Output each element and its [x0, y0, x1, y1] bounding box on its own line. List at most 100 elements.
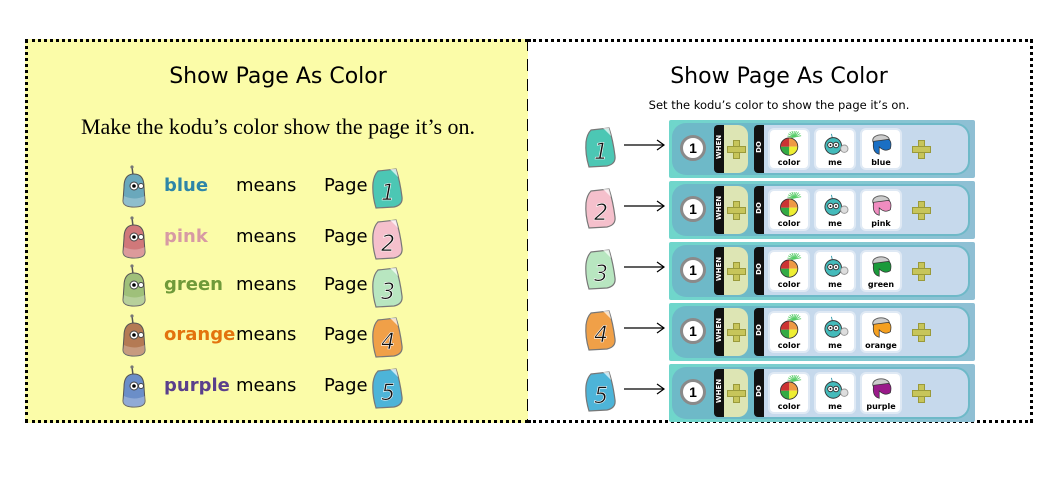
when-label: WHEN [714, 308, 724, 356]
color-tile[interactable]: color [768, 189, 810, 231]
arrow-right-icon [624, 200, 666, 212]
page-number-card-icon: 2 [583, 187, 617, 229]
add-do-icon[interactable] [912, 384, 931, 403]
add-do-icon[interactable] [912, 323, 931, 342]
page-label: Page [324, 175, 368, 196]
add-when-icon[interactable] [727, 140, 746, 159]
color-wheel-icon [777, 313, 803, 345]
when-slot[interactable] [724, 308, 748, 356]
rule-number-badge: 1 [680, 318, 706, 344]
color-name: purple [164, 375, 230, 396]
kodu-rule[interactable]: 1 WHEN DO color me [669, 181, 975, 239]
color-tile[interactable]: color [768, 311, 810, 353]
svg-text:3: 3 [381, 280, 395, 305]
page-number-card-icon: 5 [583, 370, 617, 412]
rule-number-badge: 1 [680, 379, 706, 405]
me-tile[interactable]: me [814, 128, 856, 170]
legend-row: purple means Page 5 [120, 365, 420, 409]
svg-text:3: 3 [594, 262, 608, 287]
rule-row: 5 1 WHEN DO color me [583, 364, 1003, 422]
legend-row: blue means Page 1 [120, 165, 420, 209]
do-label: DO [754, 308, 764, 356]
color-wheel-icon [777, 130, 803, 162]
color-wheel-icon [777, 252, 803, 284]
tile-label: purple [866, 402, 896, 411]
do-slot: color me orange [764, 308, 968, 356]
arrow-right-icon [624, 383, 666, 395]
tile-label: orange [865, 341, 897, 350]
when-slot[interactable] [724, 369, 748, 417]
kodu-rule[interactable]: 1 WHEN DO color me [669, 303, 975, 361]
do-slot: color me green [764, 247, 968, 295]
rule-number-badge: 1 [680, 135, 706, 161]
left-panel-title: Show Page As Color [169, 64, 387, 89]
means-label: means [236, 375, 297, 396]
right-panel-subtitle: Set the kodu’s color to show the page it… [648, 98, 910, 112]
tile-label: color [777, 219, 801, 228]
rule-body: 1 WHEN DO color me [672, 245, 970, 297]
color-tile[interactable]: color [768, 372, 810, 414]
legend-row: pink means Page 2 [120, 216, 420, 260]
color-value-tile[interactable]: green [860, 250, 902, 292]
color-tile[interactable]: color [768, 250, 810, 292]
kodu-character-icon [120, 165, 148, 209]
when-slot[interactable] [724, 125, 748, 173]
when-slot[interactable] [724, 247, 748, 295]
rule-body: 1 WHEN DO color me [672, 306, 970, 358]
page-number-card-icon: 3 [583, 248, 617, 290]
add-do-icon[interactable] [912, 262, 931, 281]
arrow-right-icon [624, 139, 666, 151]
add-when-icon[interactable] [727, 201, 746, 220]
color-tile[interactable]: color [768, 128, 810, 170]
add-when-icon[interactable] [727, 384, 746, 403]
when-label: WHEN [714, 369, 724, 417]
kodu-character-icon [120, 264, 148, 308]
add-do-icon[interactable] [912, 201, 931, 220]
kodu-rule[interactable]: 1 WHEN DO color me [669, 242, 975, 300]
left-panel-subtitle: Make the kodu’s color show the page it’s… [80, 114, 476, 139]
when-label: WHEN [714, 247, 724, 295]
when-slot[interactable] [724, 186, 748, 234]
tile-label: blue [871, 158, 891, 167]
tile-label: color [777, 341, 801, 350]
color-value-tile[interactable]: pink [860, 189, 902, 231]
add-do-icon[interactable] [912, 140, 931, 159]
me-tile[interactable]: me [814, 189, 856, 231]
color-value-tile[interactable]: orange [860, 311, 902, 353]
means-label: means [236, 324, 297, 345]
me-tile[interactable]: me [814, 250, 856, 292]
color-wheel-icon [777, 374, 803, 406]
me-tile[interactable]: me [814, 372, 856, 414]
color-name: green [164, 274, 223, 295]
svg-text:2: 2 [594, 201, 608, 226]
tile-label: me [828, 402, 842, 411]
color-value-tile[interactable]: purple [860, 372, 902, 414]
kodu-rule[interactable]: 1 WHEN DO color me [669, 120, 975, 178]
rule-row: 4 1 WHEN DO color me [583, 303, 1003, 361]
means-label: means [236, 274, 297, 295]
paint-bucket-icon [868, 132, 896, 163]
tile-label: me [828, 280, 842, 289]
tile-label: me [828, 341, 842, 350]
kodu-character-icon [120, 365, 148, 409]
arrow-right-icon [624, 322, 666, 334]
svg-text:1: 1 [594, 140, 608, 165]
svg-text:4: 4 [594, 323, 608, 348]
svg-text:5: 5 [594, 384, 608, 409]
tile-label: me [828, 219, 842, 228]
color-value-tile[interactable]: blue [860, 128, 902, 170]
paint-bucket-icon [868, 376, 896, 407]
me-tile[interactable]: me [814, 311, 856, 353]
paint-bucket-icon [868, 315, 896, 346]
kodu-rule[interactable]: 1 WHEN DO color me [669, 364, 975, 422]
means-label: means [236, 175, 297, 196]
me-kodu-icon [822, 316, 850, 345]
page-number-card-icon: 4 [583, 309, 617, 351]
tile-label: color [777, 402, 801, 411]
kodu-character-icon [120, 216, 148, 260]
add-when-icon[interactable] [727, 323, 746, 342]
right-panel-title: Show Page As Color [670, 64, 888, 89]
page-number-card-icon: 4 [370, 316, 404, 358]
tile-label: green [867, 280, 895, 289]
add-when-icon[interactable] [727, 262, 746, 281]
